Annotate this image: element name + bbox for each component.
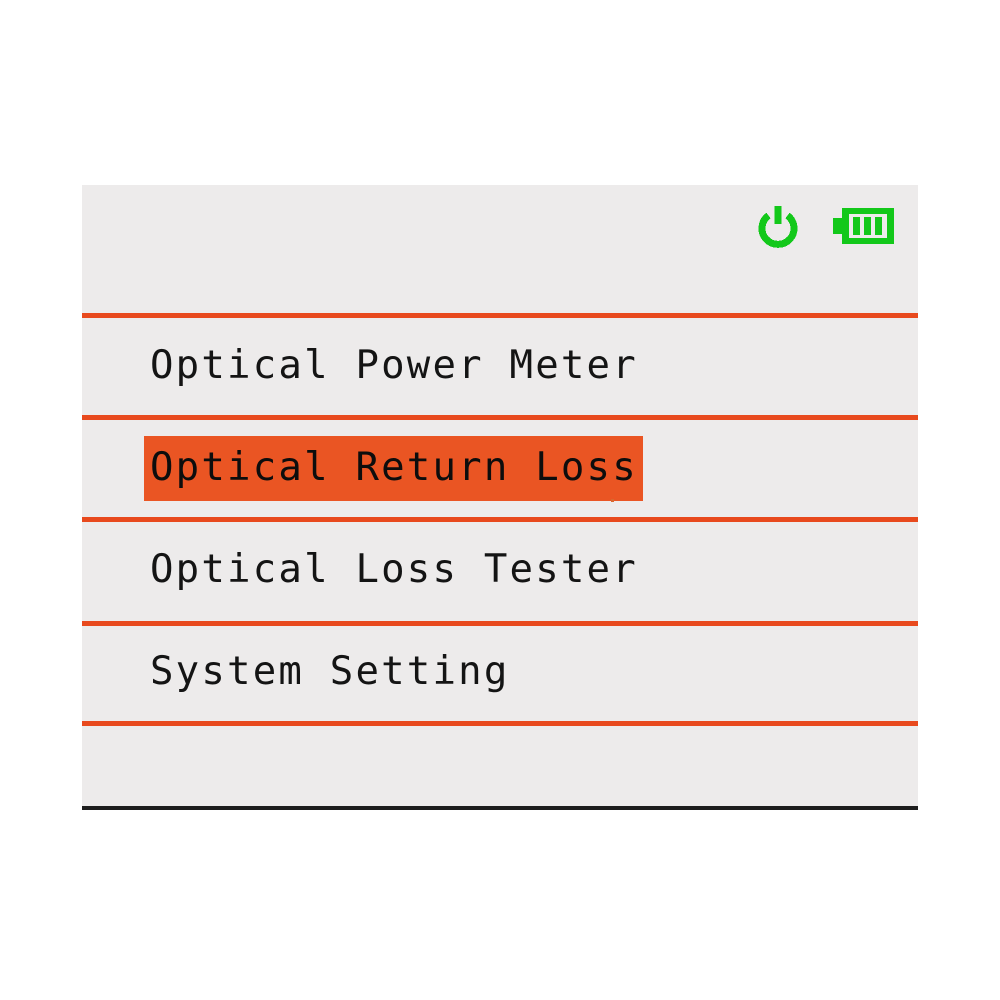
status-icon-group <box>755 203 895 249</box>
device-bottom-edge <box>82 806 918 810</box>
menu-item-label: System Setting <box>150 649 510 694</box>
menu-item-label: Optical Power Meter <box>150 343 638 388</box>
battery-icon[interactable] <box>833 206 895 246</box>
divider-line-1 <box>82 415 918 420</box>
status-bar <box>82 185 918 315</box>
divider-line-3 <box>82 621 918 626</box>
menu-item-optical-power-meter[interactable]: Optical Power Meter <box>82 318 918 415</box>
menu-item-optical-return-loss[interactable]: Optical Return Loss <box>82 420 918 517</box>
menu-item-label-selected: Optical Return Loss <box>144 436 643 501</box>
device-lcd-screen: Optical Power Meter Optical Return Loss … <box>82 185 918 806</box>
power-icon[interactable] <box>755 203 801 249</box>
divider-line-top <box>82 313 918 318</box>
divider-line-2 <box>82 517 918 522</box>
menu-item-optical-loss-tester[interactable]: Optical Loss Tester <box>82 522 918 619</box>
menu-item-system-setting[interactable]: System Setting <box>82 624 918 721</box>
menu-item-label: Optical Loss Tester <box>150 547 638 592</box>
pixel-artifact <box>611 499 614 502</box>
divider-line-bottom <box>82 721 918 726</box>
